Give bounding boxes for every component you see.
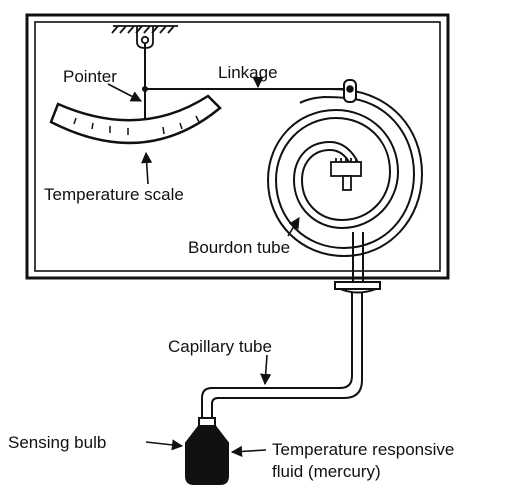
callout-arrows xyxy=(107,76,300,457)
sensing-bulb xyxy=(185,417,229,485)
tube-connector xyxy=(334,232,381,294)
label-linkage: Linkage xyxy=(218,63,278,82)
responsive-fluid-arrow xyxy=(230,445,267,457)
capillary-tube-arrow xyxy=(260,354,272,386)
temperature-scale xyxy=(49,94,222,145)
label-responsive-fluid-line1: Temperature responsive xyxy=(272,440,454,459)
capillary-tube xyxy=(201,292,363,420)
bourdon-fixed-end xyxy=(330,158,362,191)
linkage-post xyxy=(343,79,357,103)
label-responsive-fluid-line2: fluid (mercury) xyxy=(272,462,381,481)
label-pointer: Pointer xyxy=(63,67,117,86)
bourdon-tube-arrow xyxy=(287,217,300,237)
sensing-bulb-arrow xyxy=(145,439,184,451)
label-bourdon-tube: Bourdon tube xyxy=(188,238,290,257)
label-sensing-bulb: Sensing bulb xyxy=(8,433,106,452)
label-temperature-scale: Temperature scale xyxy=(44,185,184,204)
temperature-scale-arrow xyxy=(141,151,153,185)
pivot-mount xyxy=(111,25,178,49)
pointer-arrow xyxy=(107,83,142,102)
label-capillary-tube: Capillary tube xyxy=(168,337,272,356)
instrument-case xyxy=(25,13,450,280)
